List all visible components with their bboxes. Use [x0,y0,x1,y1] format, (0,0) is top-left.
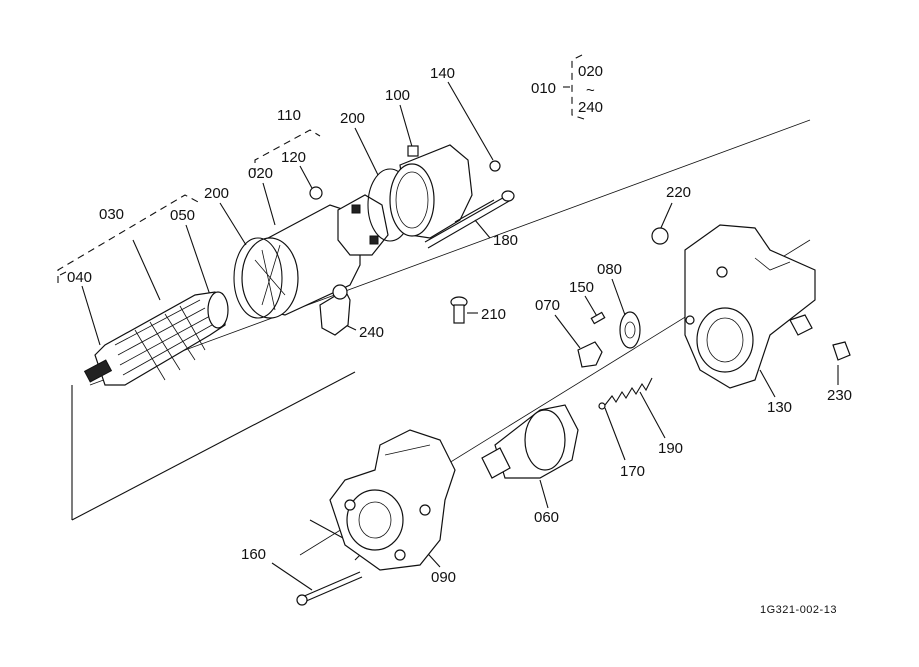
label-100: 100 [385,87,410,104]
label-160: 160 [241,546,266,563]
pinion-clutch-060 [481,404,579,479]
label-020: 020 [248,165,273,182]
label-200-top: 200 [340,110,365,127]
label-120: 120 [281,149,306,166]
label-110: 110 [277,107,301,124]
label-150: 150 [569,279,594,296]
callout-labels: 140 100 110 200 120 020 200 030 050 040 … [67,63,852,616]
front-bracket-090 [329,429,456,571]
through-bolts-180 [424,160,515,249]
brush-holder-110 [309,186,389,256]
label-170: 170 [620,463,645,480]
spring-190 [598,377,653,410]
assembly-id-010: 010 [531,80,556,97]
label-210: 210 [481,306,506,323]
label-090: 090 [431,569,456,586]
armature-030 [83,291,229,386]
label-080: 080 [597,261,622,278]
screw-210 [450,296,468,324]
assembly-tilde: ~ [586,82,595,99]
label-230: 230 [827,387,852,404]
gear-housing-130 [651,224,851,389]
assembly-to-240: 240 [578,99,603,116]
label-040: 040 [67,269,92,286]
leader-lines [59,81,839,591]
label-050: 050 [170,207,195,224]
label-140: 140 [430,65,455,82]
label-070: 070 [535,297,560,314]
idler-gears [577,311,641,368]
label-190: 190 [658,440,683,457]
assembly-range-bracket [563,54,585,120]
label-180: 180 [493,232,518,249]
label-030: 030 [99,206,124,223]
label-240: 240 [359,324,384,341]
bolt-160 [296,571,363,606]
rear-cover-100 [367,144,473,242]
label-200-left: 200 [204,185,229,202]
yoke-020 [233,204,361,336]
label-130: 130 [767,399,792,416]
drawing-code: 1G321-002-13 [760,604,837,616]
assembly-from-020: 020 [578,63,603,80]
label-220: 220 [666,184,691,201]
label-060: 060 [534,509,559,526]
